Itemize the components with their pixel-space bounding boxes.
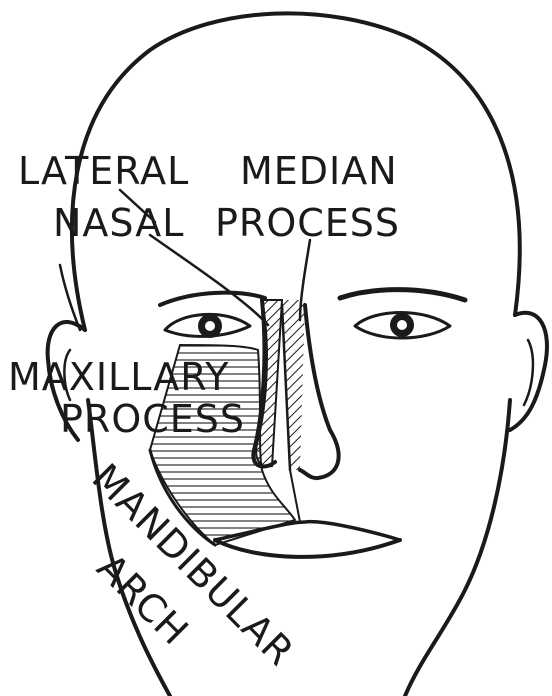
label-lateral: LATERAL [18, 149, 189, 193]
left-eyebrow [160, 293, 265, 305]
right-eyebrow [340, 290, 465, 300]
pointer-nasal [150, 235, 268, 325]
right-ear [510, 313, 547, 430]
right-ear-inner [524, 340, 533, 405]
label-nasal: NASAL [53, 201, 184, 245]
label-median: MEDIAN [240, 149, 398, 193]
right-cheek-jaw [405, 400, 510, 696]
label-process-top: PROCESS [215, 201, 400, 245]
label-maxillary: MAXILLARY [8, 355, 229, 399]
left-eye [165, 314, 250, 338]
label-process-left: PROCESS [60, 397, 245, 441]
lower-lip [215, 540, 400, 557]
right-eye [355, 313, 450, 339]
nose-outline [300, 305, 339, 478]
